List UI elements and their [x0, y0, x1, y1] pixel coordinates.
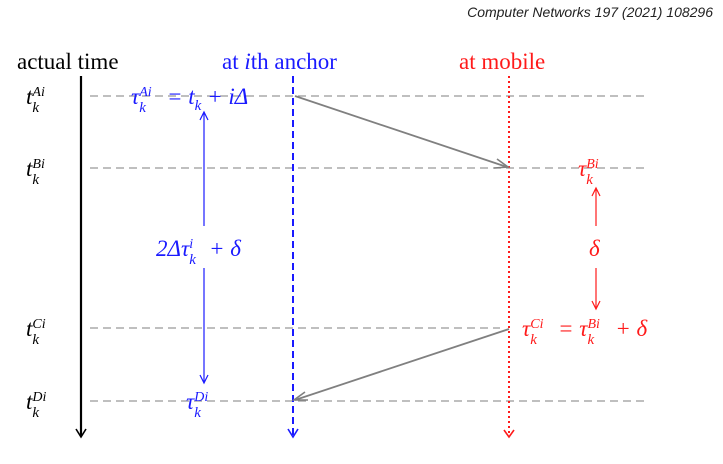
mobile-delay-label: δ [589, 237, 600, 260]
mobile-reply-mid: = τ [552, 316, 588, 341]
time-label-d-sup: Di [32, 390, 47, 405]
anchor-heading-index: i [244, 49, 251, 74]
anchor-send-sub: k [139, 100, 146, 116]
mobile-heading: at mobile [459, 49, 546, 74]
mobile-reply-sub: k [530, 332, 537, 348]
anchor-receive-tau: τ [186, 389, 195, 414]
actual-time-arrowhead [75, 428, 87, 439]
anchor-arrowhead [287, 428, 299, 439]
mobile-receive-sup: Bi [586, 157, 599, 172]
mobile-reply-rhs: + δ [609, 316, 648, 341]
mobile-delay-symbol: δ [589, 236, 600, 261]
delay-arrow-top-head [591, 186, 601, 197]
anchor-to-mobile-message [294, 95, 508, 168]
anchor-interval-sup: i [189, 237, 194, 252]
anchor-receive-sup: Di [194, 390, 209, 405]
anchor-send-rhs1: = t [161, 84, 195, 109]
anchor-receive-sub: k [194, 405, 201, 421]
mobile-receive-sub: k [586, 172, 593, 188]
mobile-to-anchor-message [294, 328, 510, 401]
anchor-to-mobile-arrowhead [493, 158, 511, 169]
anchor-send-sup: Ai [139, 85, 152, 100]
time-label-c-base: t [26, 316, 33, 341]
time-label-b-sup: Bi [32, 157, 45, 172]
interval-arrow-bottom-head [199, 374, 209, 385]
mobile-reply-sup2: Bi [587, 317, 600, 332]
actual-time-heading: actual time [17, 49, 119, 74]
interval-arrow-top-head [199, 110, 209, 121]
time-label-b-base: t [26, 156, 33, 181]
anchor-interval-sub: k [189, 252, 196, 268]
delay-arrow-bottom-head [591, 300, 601, 311]
journal-citation: Computer Networks 197 (2021) 108296 [467, 4, 713, 20]
mobile-reply-sub2: k [587, 332, 595, 348]
anchor-interval-lhs: 2Δτ [156, 236, 190, 261]
mobile-receive-tau: τ [578, 156, 587, 181]
time-label-a-base: t [26, 84, 33, 109]
anchor-send-rhs2: + iΔ [201, 84, 249, 109]
time-label-c-sub: k [32, 332, 40, 348]
time-label-b-sub: k [32, 172, 40, 188]
mobile-reply-tau: τ [522, 316, 531, 341]
time-label-a-sup: Ai [32, 85, 45, 100]
mobile-to-anchor-arrowhead [291, 391, 308, 401]
anchor-heading-suffix: th anchor [250, 49, 337, 74]
time-label-d-base: t [26, 389, 33, 414]
anchor-interval-rhs: + δ [203, 236, 241, 261]
anchor-send-rhs-sub: k [194, 98, 202, 114]
anchor-send-tau: τ [131, 84, 140, 109]
anchor-heading: at ith anchor [222, 50, 337, 73]
time-label-a-sub: k [32, 100, 40, 116]
mobile-arrowhead [503, 429, 515, 439]
anchor-heading-prefix: at [222, 49, 245, 74]
time-label-d-sub: k [32, 405, 40, 421]
time-label-c-sup: Ci [32, 317, 46, 332]
mobile-reply-sup: Ci [530, 317, 544, 332]
